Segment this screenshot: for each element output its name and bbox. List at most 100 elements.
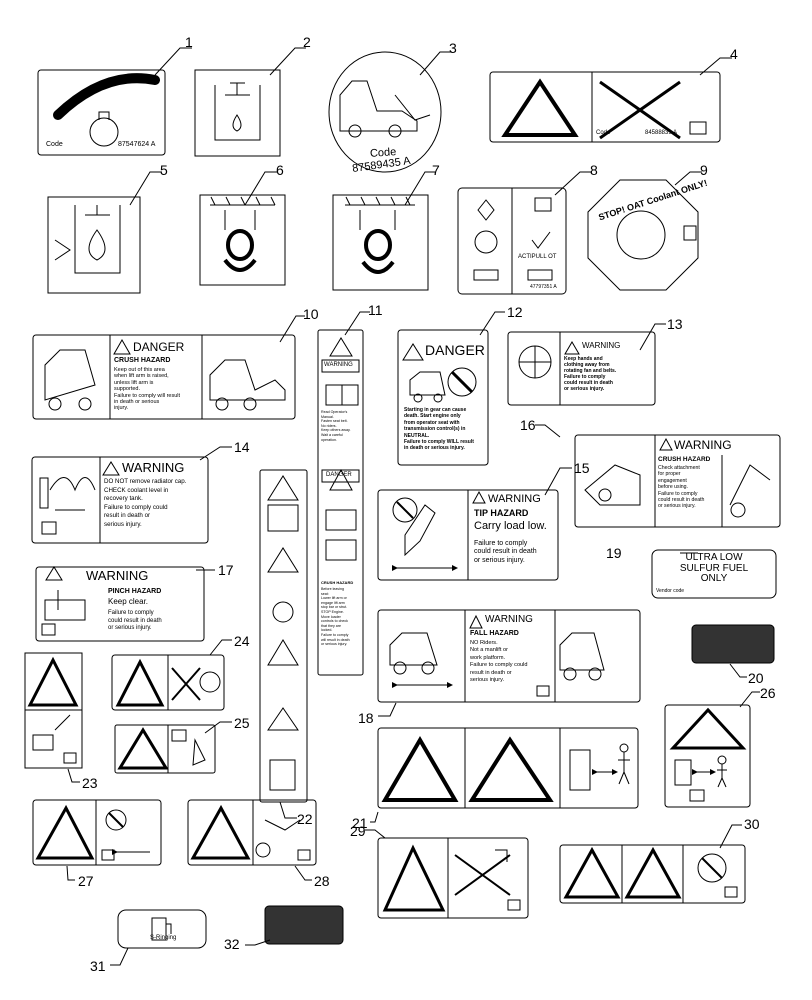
decal-20 (691, 624, 775, 664)
decal-31 (117, 909, 207, 949)
decal-15-signal: WARNING (488, 493, 541, 505)
decal-1-part: 87547624 A (118, 141, 156, 148)
decal-9 (587, 179, 699, 291)
callout-24: 24 (234, 633, 250, 649)
callout-9: 9 (700, 162, 708, 178)
callout-18: 18 (358, 710, 374, 726)
decal-31-caption: S-Ringing (150, 935, 177, 941)
decal-11-body-bottom: Before leaving seat: Lower lift arm or e… (321, 587, 350, 647)
leader-lines (66, 47, 760, 966)
decal-16-body: Check attachment for proper engagement b… (658, 465, 705, 510)
callout-1: 1 (185, 34, 193, 50)
callout-4: 4 (730, 46, 738, 62)
decal-18-hazard: FALL HAZARD (470, 630, 519, 637)
decal-11-body-top: Read Operator's Manual. Fasten seat belt… (321, 410, 351, 442)
callout-20: 20 (748, 670, 764, 686)
decal-13-body: Keep hands and clothing away from rotati… (564, 356, 617, 392)
decal-32 (264, 905, 344, 945)
callout-28: 28 (314, 873, 330, 889)
decal-13-signal: WARNING (582, 341, 621, 350)
decal-3 (328, 51, 442, 173)
decal-12-body: Starting in gear can cause death. Start … (404, 407, 474, 452)
decal-16-signal: WARNING (674, 438, 732, 452)
decal-18-body: NO Riders. Not a manlift or work platfor… (470, 640, 528, 684)
decal-27 (32, 799, 162, 866)
decal-26 (664, 704, 751, 808)
decal-17-signal: WARNING (86, 568, 149, 583)
decal-14-signal: WARNING (122, 460, 185, 475)
decal-4-code: Code (596, 130, 611, 136)
decal-12-signal: DANGER (425, 342, 485, 358)
callout-21: 21 (352, 815, 368, 831)
decal-5 (47, 196, 141, 294)
decal-11-signal-top: WARNING (324, 362, 353, 368)
decal-11-signal-bottom: DANGER (326, 472, 352, 478)
callout-30: 30 (744, 816, 760, 832)
callout-27: 27 (78, 873, 94, 889)
callout-3: 3 (449, 40, 457, 56)
decal-8-caption: ACTIPULL OT (518, 254, 557, 260)
decal-15 (377, 489, 559, 581)
decal-10-signal: DANGER (133, 340, 185, 354)
callout-7: 7 (432, 162, 440, 178)
decal-11 (317, 329, 364, 676)
decal-18 (377, 609, 641, 703)
decal-23 (24, 652, 83, 769)
callout-22: 22 (297, 811, 313, 827)
decal-30 (559, 844, 746, 904)
callout-32: 32 (224, 936, 240, 952)
callout-13: 13 (667, 316, 683, 332)
callout-16: 16 (520, 417, 536, 433)
callout-6: 6 (276, 162, 284, 178)
decal-14 (31, 456, 209, 544)
decal-22 (259, 469, 308, 803)
callout-15: 15 (574, 460, 590, 476)
decal-15-body: Failure to comply could result in death … (474, 540, 537, 564)
decal-24 (111, 654, 225, 711)
decal-10 (32, 334, 296, 420)
callout-31: 31 (90, 958, 106, 974)
decal-28 (187, 799, 317, 866)
decal-13 (507, 331, 656, 406)
callout-10: 10 (303, 306, 319, 322)
callout-19: 19 (606, 545, 622, 561)
callout-29: 29 (350, 823, 366, 839)
decal-21 (377, 727, 639, 809)
decal-15-subtitle: Carry load low. (474, 520, 547, 532)
decal-17-subtitle: Keep clear. (108, 597, 149, 606)
decal-2 (194, 69, 281, 157)
decal-4 (489, 71, 721, 143)
callout-5: 5 (160, 162, 168, 178)
decal-10-hazard: CRUSH HAZARD (114, 357, 171, 364)
callout-11: 11 (368, 302, 383, 318)
decal-19-text: ULTRA LOW SULFUR FUEL ONLY (679, 552, 749, 584)
decal-17-body: Failure to comply could result in death … (108, 610, 162, 632)
callout-14: 14 (234, 439, 250, 455)
callout-2: 2 (303, 34, 311, 50)
decal-10-body: Keep out of this area when lift arm is r… (114, 367, 181, 412)
decal-15-hazard: TIP HAZARD (474, 508, 529, 518)
decal-16 (574, 434, 781, 528)
decal-25 (114, 724, 216, 774)
decal-7 (332, 194, 429, 291)
decal-19-code: Vendor code (656, 588, 685, 594)
decal-8 (457, 187, 567, 295)
decal-17 (35, 566, 205, 642)
decal-18-signal: WARNING (485, 614, 533, 625)
decal-19 (651, 549, 777, 599)
callout-17: 17 (218, 562, 234, 578)
callout-25: 25 (234, 715, 250, 731)
decal-8-part: 47797351 A (530, 284, 557, 290)
callout-12: 12 (507, 304, 523, 320)
decal-12 (397, 329, 489, 466)
callout-23: 23 (82, 775, 98, 791)
decal-4-part: 84588839 A (645, 130, 678, 136)
callout-26: 26 (760, 685, 776, 701)
decal-14-body: DO NOT remove radiator cap. CHECK coolan… (104, 478, 187, 528)
decal-6 (199, 194, 286, 286)
decal-29 (377, 837, 529, 919)
callout-8: 8 (590, 162, 598, 178)
decal-11-hazard: CRUSH HAZARD (321, 580, 354, 585)
decal-1-code: Code (46, 141, 63, 148)
